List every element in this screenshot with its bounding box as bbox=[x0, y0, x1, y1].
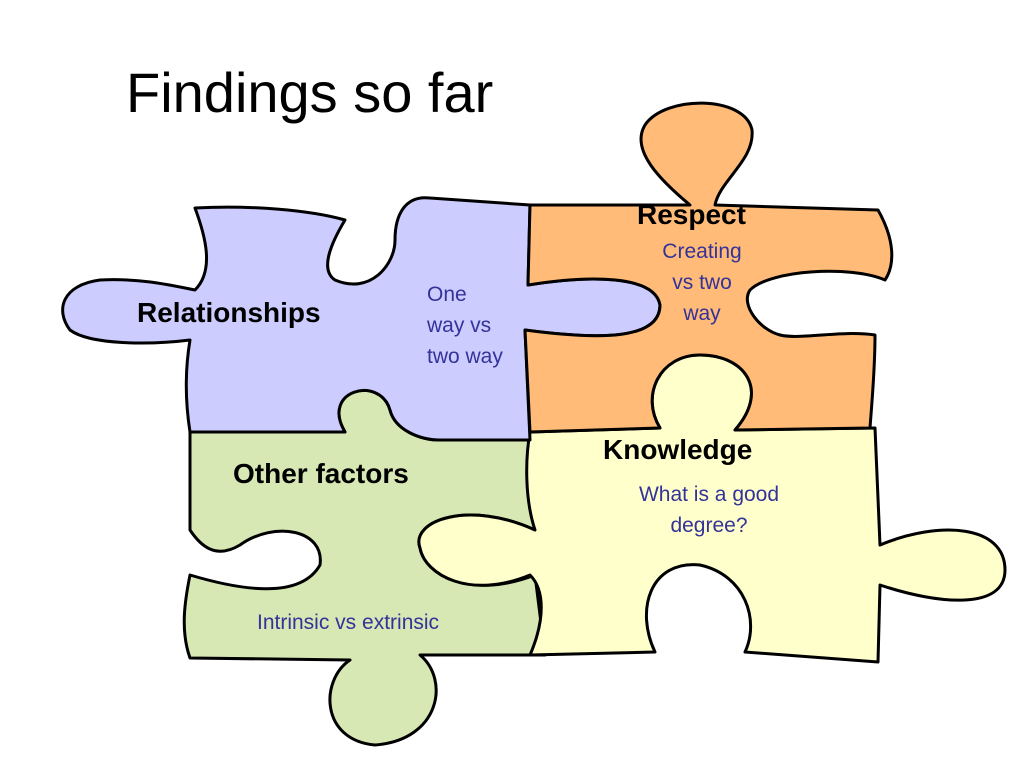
relationships-note: One way vs two way bbox=[427, 279, 503, 372]
respect-note-line-2: vs two bbox=[672, 271, 732, 294]
knowledge-note-line-1: What is a good bbox=[638, 483, 780, 506]
respect-note: Creating vs two way bbox=[634, 236, 770, 329]
knowledge-note: What is a good degree? bbox=[609, 479, 809, 541]
puzzle-piece-relationships bbox=[61, 196, 662, 442]
other-factors-note-line-1: Intrinsic vs extrinsic bbox=[257, 611, 440, 634]
relationships-heading: Relationships bbox=[137, 297, 321, 328]
relationships-note-line-3: two way bbox=[427, 345, 503, 368]
other-factors-heading: Other factors bbox=[233, 458, 409, 489]
knowledge-note-line-2: degree? bbox=[670, 514, 748, 537]
puzzle-piece-respect bbox=[523, 101, 894, 434]
relationships-note-line-2: way vs bbox=[427, 314, 492, 337]
other-factors-note: Intrinsic vs extrinsic bbox=[257, 607, 439, 638]
slide-title: Findings so far bbox=[126, 61, 494, 124]
respect-note-line-1: Creating bbox=[662, 240, 742, 263]
relationships-note-line-1: One bbox=[427, 283, 467, 306]
knowledge-heading: Knowledge bbox=[603, 434, 753, 465]
respect-note-line-3: way bbox=[683, 302, 721, 325]
respect-heading: Respect bbox=[637, 199, 746, 230]
